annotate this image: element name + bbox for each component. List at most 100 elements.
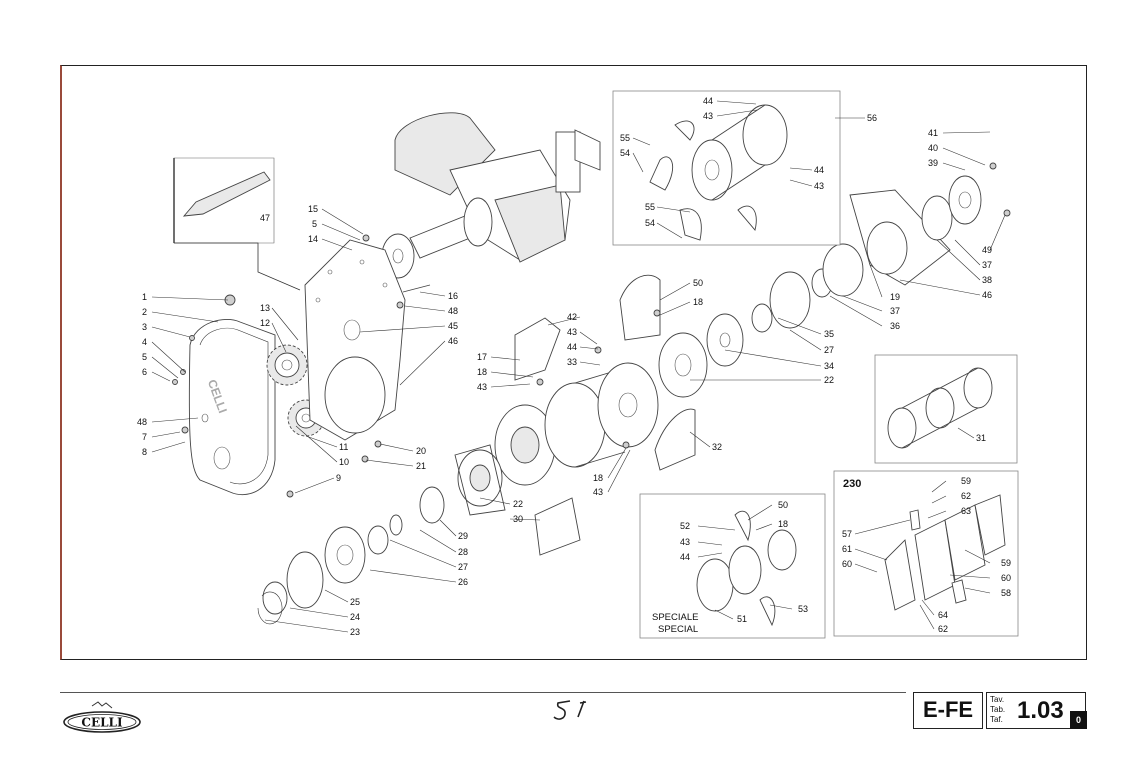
callout-64: 64 — [938, 610, 948, 620]
celli-logo: CELLI — [63, 701, 141, 733]
callout-22: 22 — [513, 499, 523, 509]
callout-2: 2 — [142, 307, 147, 317]
callout-57: 57 — [842, 529, 852, 539]
callout-27: 27 — [824, 345, 834, 355]
lower-bearing-chain — [257, 486, 445, 625]
inset-56 — [612, 90, 841, 246]
callout-24: 24 — [350, 612, 360, 622]
callout-41: 41 — [928, 128, 938, 138]
callout-50: 50 — [693, 278, 703, 288]
callout-63: 63 — [961, 506, 971, 516]
gears — [266, 335, 337, 437]
callout-43: 43 — [814, 181, 824, 191]
callout-51: 51 — [737, 614, 747, 624]
callout-56: 56 — [867, 113, 877, 123]
callout-16: 16 — [448, 291, 458, 301]
callout-11: 11 — [339, 442, 348, 452]
table-number-box: Tav. Tab. Taf. 1.03 — [986, 692, 1086, 729]
callout-7: 7 — [142, 432, 147, 442]
callout-18: 18 — [593, 473, 603, 483]
callout-38: 38 — [982, 275, 992, 285]
callout-43: 43 — [680, 537, 690, 547]
callout-6: 6 — [142, 367, 147, 377]
callout-62: 62 — [938, 624, 948, 634]
callout-62: 62 — [961, 491, 971, 501]
handwritten-page-number: 51 — [553, 700, 587, 720]
gear-casing-cover: CELLI — [188, 294, 276, 496]
callout-37: 37 — [982, 260, 992, 270]
callout-45: 45 — [448, 321, 458, 331]
callout-61: 61 — [842, 544, 852, 554]
callout-60: 60 — [1001, 573, 1011, 583]
inset-230-label: 230 — [843, 478, 861, 490]
callout-20: 20 — [416, 446, 426, 456]
callout-48: 48 — [137, 417, 147, 427]
callout-23: 23 — [350, 627, 360, 637]
callout-19: 19 — [890, 292, 900, 302]
callout-60: 60 — [842, 559, 852, 569]
callout-48: 48 — [448, 306, 458, 316]
inset-special — [639, 493, 826, 639]
brackets — [514, 274, 696, 556]
callout-18: 18 — [778, 519, 788, 529]
callout-34: 34 — [824, 361, 834, 371]
callout-43: 43 — [593, 487, 603, 497]
tav-label-de: Taf. — [990, 715, 1003, 724]
callout-52: 52 — [680, 521, 690, 531]
callout-43: 43 — [703, 111, 713, 121]
callout-40: 40 — [928, 143, 938, 153]
callout-44: 44 — [703, 96, 713, 106]
hardware — [172, 162, 1011, 498]
callout-58: 58 — [1001, 588, 1011, 598]
callout-39: 39 — [928, 158, 938, 168]
callout-33: 33 — [567, 357, 577, 367]
callout-28: 28 — [458, 547, 468, 557]
callout-5: 5 — [312, 219, 317, 229]
callout-14: 14 — [308, 234, 318, 244]
tav-labels: Tav. Tab. Taf. — [990, 695, 1005, 725]
callout-26: 26 — [458, 577, 468, 587]
callout-44: 44 — [680, 552, 690, 562]
callout-27: 27 — [458, 562, 468, 572]
callout-43: 43 — [567, 327, 577, 337]
callout-37: 37 — [890, 306, 900, 316]
callout-53: 53 — [798, 604, 808, 614]
footer-divider — [60, 692, 906, 693]
special-label-it: SPECIALE — [652, 612, 698, 623]
callout-46: 46 — [982, 290, 992, 300]
right-flange-chain — [751, 175, 982, 333]
logo-text: CELLI — [81, 716, 123, 730]
rear-plate — [304, 239, 406, 441]
callout-54: 54 — [645, 218, 655, 228]
callout-13: 13 — [260, 303, 270, 313]
gearbox-motor — [381, 112, 601, 279]
callout-50: 50 — [778, 500, 788, 510]
callout-18: 18 — [693, 297, 703, 307]
callout-54: 54 — [620, 148, 630, 158]
callout-31: 31 — [976, 433, 986, 443]
callout-18: 18 — [477, 367, 487, 377]
inset-230 — [833, 470, 1019, 637]
callout-3: 3 — [142, 322, 147, 332]
drawing-code: E-FE — [913, 692, 983, 729]
callout-25: 25 — [350, 597, 360, 607]
grease-tube-inset — [173, 157, 301, 291]
callout-10: 10 — [339, 457, 349, 467]
callout-1: 1 — [142, 292, 147, 302]
callout-35: 35 — [824, 329, 834, 339]
callout-42: 42 — [567, 312, 577, 322]
center-assembly — [454, 313, 744, 516]
special-label-en: SPECIAL — [658, 624, 698, 635]
callout-36: 36 — [890, 321, 900, 331]
callout-46: 46 — [448, 336, 458, 346]
callout-17: 17 — [477, 352, 487, 362]
callout-59: 59 — [1001, 558, 1011, 568]
table-number: 1.03 — [1017, 697, 1064, 724]
callout-32: 32 — [712, 442, 722, 452]
inset-31 — [874, 354, 1018, 464]
tav-label-it: Tav. — [990, 695, 1005, 704]
callout-49: 49 — [982, 245, 992, 255]
callout-22: 22 — [824, 375, 834, 385]
callout-44: 44 — [567, 342, 577, 352]
